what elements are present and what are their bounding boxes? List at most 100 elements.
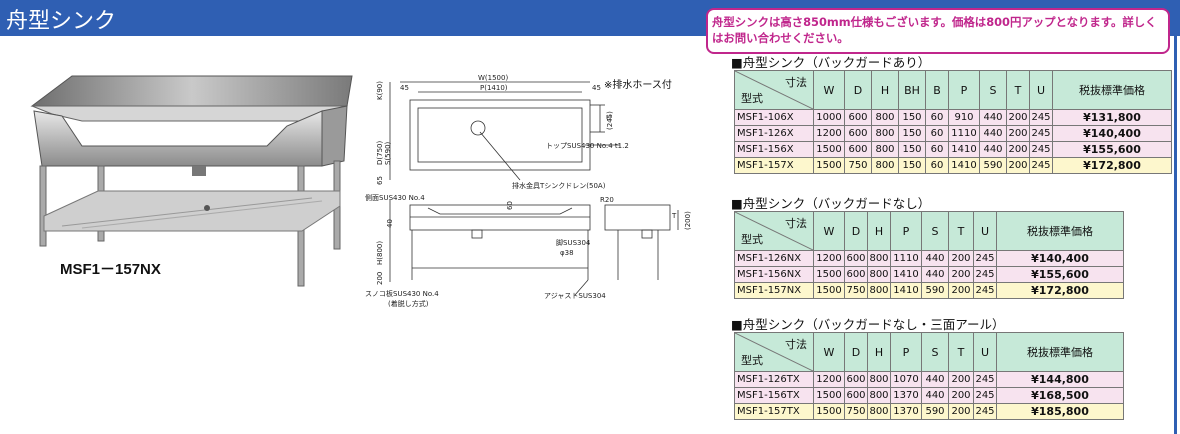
cell: 1110: [948, 125, 980, 142]
col-header: T: [948, 332, 974, 372]
cell: 600: [844, 250, 868, 267]
cell: 600: [844, 371, 868, 388]
col-header: W: [813, 211, 845, 251]
cell: 600: [844, 109, 872, 126]
table-row: MSF1-126NX 1200 600 800 1110 440 200 245…: [734, 250, 1124, 267]
cell: 245: [973, 250, 997, 267]
leg-dia-label: φ38: [560, 249, 574, 257]
cell: 590: [979, 157, 1007, 174]
cell: 1410: [890, 282, 922, 299]
table-row: MSF1-156TX 1500 600 800 1370 440 200 245…: [734, 387, 1124, 404]
side-material-label: 側面SUS430 No.4: [365, 193, 425, 202]
cell: 600: [844, 266, 868, 283]
corner-dimension-label: 寸法: [785, 338, 807, 351]
cell: 1500: [813, 387, 845, 404]
cell: 60: [925, 109, 949, 126]
corner-dimension-label: 寸法: [785, 217, 807, 230]
cell: 60: [925, 141, 949, 158]
dim-45-left: 45: [400, 84, 409, 92]
price-cell: ¥172,800: [1052, 157, 1172, 174]
corner-cell: 寸法 型式: [734, 332, 814, 372]
cell: 245: [1029, 141, 1053, 158]
dimension-drawing: W(1500) P(1410) 45 45 K(90) D(750) S(590…: [365, 74, 692, 308]
right-border: [1174, 36, 1177, 434]
cell: 245: [973, 371, 997, 388]
cell: 150: [898, 125, 926, 142]
cell: 1110: [890, 250, 922, 267]
cell: 440: [921, 266, 949, 283]
cell: 1500: [813, 266, 845, 283]
col-header: P: [948, 70, 980, 110]
dim-h-label: H(800): [376, 241, 384, 265]
col-header: S: [921, 332, 949, 372]
dim-245-label: (245): [606, 111, 614, 130]
table-header-row: 寸法 型式 W D H BH B P S T U 税抜標準価格: [734, 70, 1172, 110]
price-cell: ¥155,600: [1052, 141, 1172, 158]
sink-product-image: [30, 75, 353, 287]
cell: 200: [1006, 141, 1030, 158]
dim-w-label: W(1500): [478, 74, 508, 82]
cell: 800: [871, 141, 899, 158]
cell: 245: [973, 282, 997, 299]
leg-material-label: 脚SUS304: [556, 238, 591, 247]
cell: 150: [898, 157, 926, 174]
col-header: T: [948, 211, 974, 251]
col-header: P: [890, 211, 922, 251]
cell: 590: [921, 282, 949, 299]
model-cell: MSF1-106X: [734, 109, 814, 126]
cell: 800: [867, 266, 891, 283]
dim-k-label: K(90): [376, 81, 384, 100]
cell: 800: [871, 125, 899, 142]
hose-note: ※排水ホース付: [604, 80, 672, 91]
col-header: D: [844, 332, 868, 372]
col-header-price: 税抜標準価格: [1052, 70, 1172, 110]
cell: 1500: [813, 403, 845, 420]
cell: 245: [1029, 157, 1053, 174]
model-cell: MSF1-156NX: [734, 266, 814, 283]
cell: 750: [844, 282, 868, 299]
table-row: MSF1-126TX 1200 600 800 1070 440 200 245…: [734, 371, 1124, 388]
spec-table-backguard: 寸法 型式 W D H BH B P S T U 税抜標準価格 MSF1-106…: [734, 70, 1172, 174]
corner-dimension-label: 寸法: [785, 76, 807, 89]
col-header: D: [844, 211, 868, 251]
cell: 600: [844, 141, 872, 158]
col-header: H: [867, 332, 891, 372]
cell: 800: [867, 387, 891, 404]
cell: 245: [1029, 109, 1053, 126]
col-header: H: [871, 70, 899, 110]
dim-40-label: 40: [386, 219, 394, 228]
cell: 1200: [813, 371, 845, 388]
cell: 200: [948, 250, 974, 267]
dim-u-label: U: [606, 114, 611, 122]
table-row: MSF1-157TX 1500 750 800 1370 590 200 245…: [734, 403, 1124, 420]
col-header: BH: [898, 70, 926, 110]
cell: 150: [898, 141, 926, 158]
cell: 245: [973, 266, 997, 283]
cell: 200: [1006, 157, 1030, 174]
cell: 1410: [890, 266, 922, 283]
spec-table-no-backguard: 寸法 型式 W D H P S T U 税抜標準価格 MSF1-126NX 12…: [734, 211, 1124, 299]
model-cell: MSF1-126X: [734, 125, 814, 142]
cell: 1500: [813, 141, 845, 158]
col-header: D: [844, 70, 872, 110]
corner-model-label: 型式: [741, 92, 763, 105]
table-row: MSF1-126X 1200 600 800 150 60 1110 440 2…: [734, 125, 1172, 142]
col-header: B: [925, 70, 949, 110]
col-header: H: [867, 211, 891, 251]
cell: 910: [948, 109, 980, 126]
dim-200-label: 200: [376, 272, 384, 285]
cell: 600: [844, 387, 868, 404]
cell: 245: [1029, 125, 1053, 142]
cell: 245: [973, 387, 997, 404]
cell: 600: [844, 125, 872, 142]
col-header: U: [1029, 70, 1053, 110]
table-header-row: 寸法 型式 W D H P S T U 税抜標準価格: [734, 332, 1124, 372]
cell: 440: [921, 371, 949, 388]
col-header: T: [1006, 70, 1030, 110]
dim-d-label: D(750): [376, 141, 384, 165]
cell: 800: [867, 282, 891, 299]
shelf-sub-label: (着脱し方式): [388, 299, 429, 308]
cell: 245: [973, 403, 997, 420]
table-row: MSF1-156NX 1500 600 800 1410 440 200 245…: [734, 266, 1124, 283]
model-cell: MSF1-157TX: [734, 403, 814, 420]
